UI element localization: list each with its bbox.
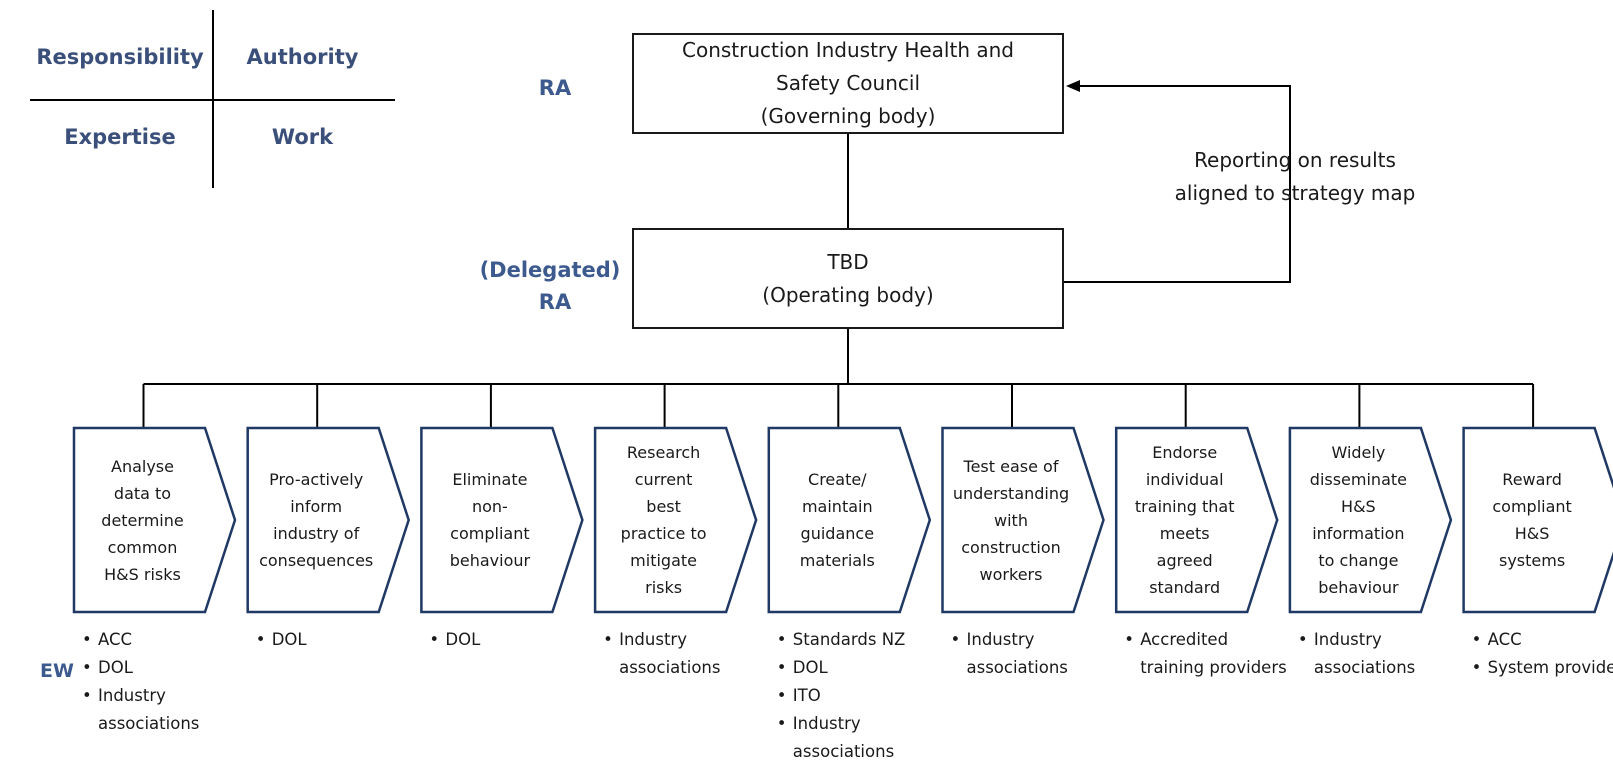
step-responsible-list: Industry associations: [603, 626, 767, 682]
step-responsible-list: ACCDOLIndustry associations: [82, 626, 246, 738]
step-responsible-list: DOL: [256, 626, 420, 654]
responsible-party-item: DOL: [429, 626, 593, 654]
step-responsible-list: Accredited training providers: [1124, 626, 1288, 682]
step-chevron-shape: [941, 426, 1105, 614]
responsible-party-item: ACC: [1472, 626, 1613, 654]
operating-role-label-line2: RA: [538, 290, 572, 314]
operating-role-label-line1: (Delegated): [479, 258, 621, 282]
responsible-party-item: DOL: [777, 654, 941, 682]
step-chevron-shape: [1462, 426, 1613, 614]
responsible-party-item: Standards NZ: [777, 626, 941, 654]
step-label: Endorse individual training that meets a…: [1134, 443, 1235, 597]
steps-role-label: EW: [40, 660, 74, 682]
step-chevron-shape: [1114, 426, 1279, 614]
step-responsible-list: ACCSystem providers: [1472, 626, 1613, 682]
operating-box-line2: (Operating body): [762, 282, 934, 307]
step-label: Create/ maintain guidance materials: [799, 470, 875, 570]
step-responsible-list: Industry associations: [1298, 626, 1462, 682]
responsible-party-item: ITO: [777, 682, 941, 710]
council-box-line2: Safety Council: [776, 71, 920, 95]
feedback-label-line1: Reporting on results: [1194, 148, 1396, 172]
responsible-party-item: DOL: [82, 654, 246, 682]
legend-authority: Authority: [246, 45, 359, 69]
council-box: Construction Industry Health and Safety …: [632, 33, 1064, 134]
council-box-line1: Construction Industry Health and: [682, 38, 1014, 62]
step-responsible-list: Standards NZDOLITOIndustry associations: [777, 626, 941, 766]
step-label: Test ease of understanding with construc…: [952, 456, 1070, 584]
step-responsible-list: Industry associations: [951, 626, 1115, 682]
council-role-label: RA: [538, 76, 572, 100]
step-label: Reward compliant H&S systems: [1492, 470, 1572, 570]
feedback-label-line2: aligned to strategy map: [1174, 181, 1416, 205]
step-chevron-shape: [767, 426, 932, 614]
step-label: Eliminate non- compliant behaviour: [449, 470, 531, 570]
step-responsible-list: DOL: [429, 626, 593, 654]
feedback-label: Reporting on results aligned to strategy…: [1145, 144, 1445, 210]
feedback-loop-line: [1064, 85, 1291, 283]
step-chevron-shape: [420, 426, 584, 614]
responsible-party-item: System providers: [1472, 654, 1613, 682]
step-label: Widely disseminate H&S information to ch…: [1309, 443, 1407, 597]
operating-box-line1: TBD: [827, 249, 869, 274]
legend-expertise: Expertise: [64, 125, 176, 149]
responsible-party-item: Accredited training providers: [1124, 626, 1288, 682]
step-chevron-shape: [246, 426, 411, 614]
legend-responsibility: Responsibility: [36, 45, 204, 69]
step-chevron-shape: [593, 426, 758, 614]
responsible-party-item: Industry associations: [603, 626, 767, 682]
step-label: Research current best practice to mitiga…: [620, 443, 707, 597]
responsible-party-item: ACC: [82, 626, 246, 654]
step-label: Pro-actively inform industry of conseque…: [259, 470, 374, 570]
responsible-party-item: Industry associations: [82, 682, 246, 738]
operating-box: TBD (Operating body): [632, 228, 1064, 329]
responsible-party-item: Industry associations: [1298, 626, 1462, 682]
step-label: Analyse data to determine common H&S ris…: [101, 456, 184, 584]
responsible-party-item: DOL: [256, 626, 420, 654]
step-chevron-shape: [72, 426, 237, 614]
responsible-party-item: Industry associations: [951, 626, 1115, 682]
responsible-party-item: Industry associations: [777, 710, 941, 766]
legend-work: Work: [271, 125, 334, 149]
feedback-arrowhead: [1066, 80, 1080, 92]
step-chevron-shape: [1288, 426, 1453, 614]
council-box-line3: (Governing body): [760, 104, 936, 128]
